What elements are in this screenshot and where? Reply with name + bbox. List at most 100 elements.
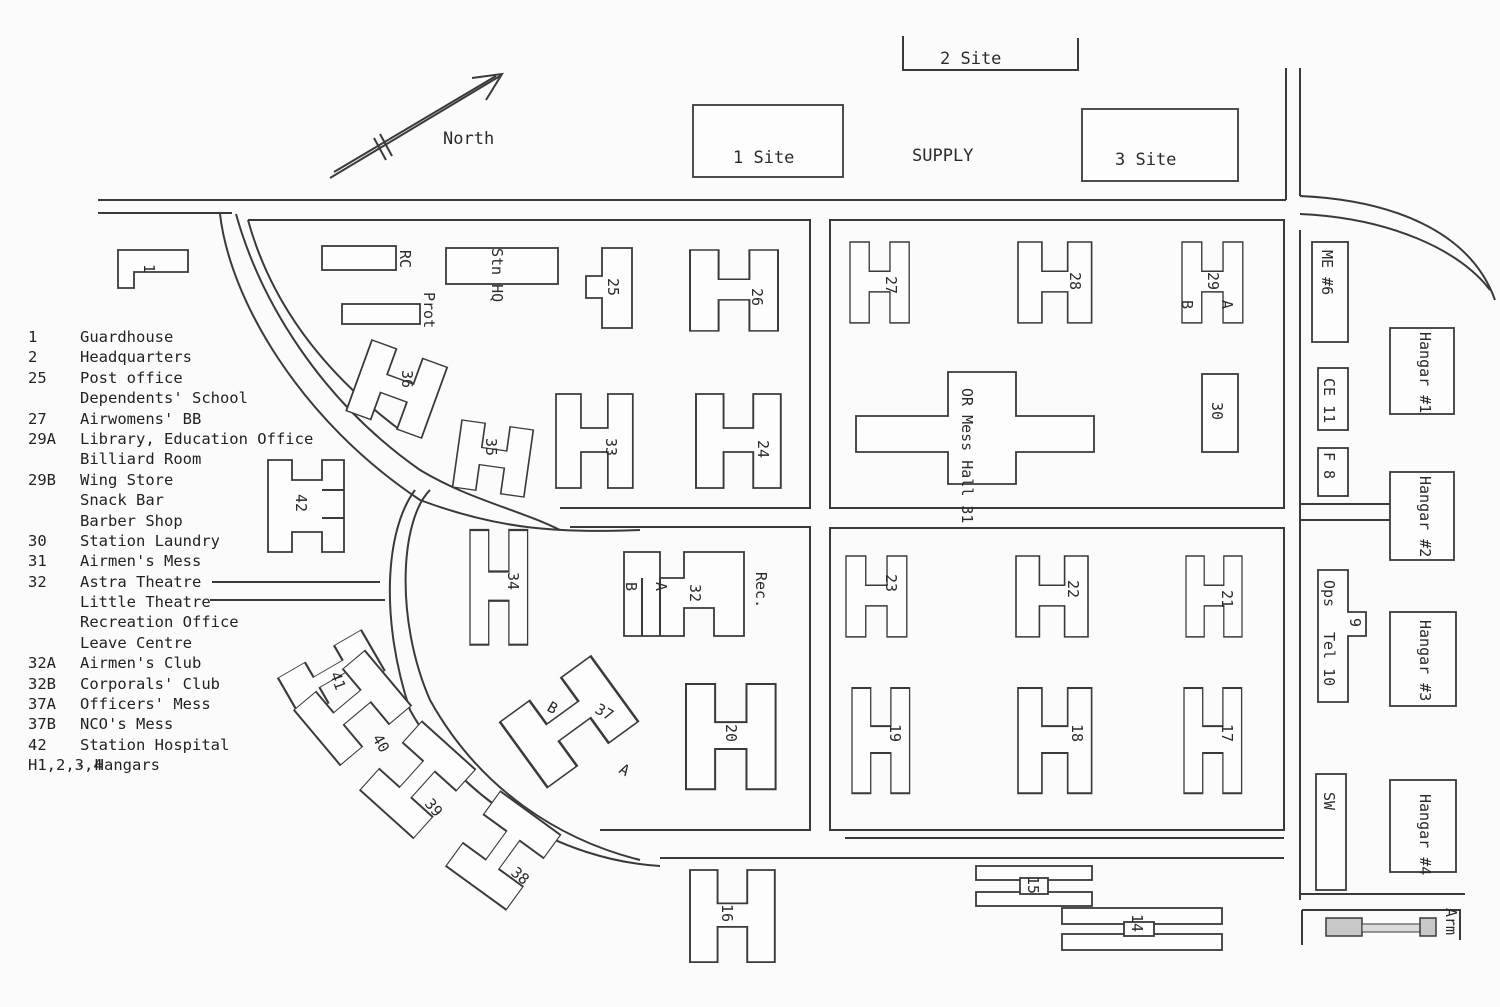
legend-text: Station Hospital [80,735,230,754]
legend-code: 29A [28,429,56,448]
building-23 [845,555,908,638]
legend-text: - Hangars [76,756,160,775]
building-16-label: 16 [718,904,736,922]
building-25-label: 25 [604,278,622,296]
building-23-label: 23 [882,574,900,592]
legend-code [28,633,80,653]
legend-code: 30 [28,531,47,550]
legend-code [28,592,80,612]
legend-text: Snack Bar [80,491,164,510]
legend-row: 37A Officers' Mess [28,694,368,714]
site-1: 1 Site [692,104,844,178]
hangar-4: Hangar #4 [1389,779,1457,875]
building-32: 32 A B Rec. [622,551,770,637]
building-35-label: 35 [482,438,500,456]
building-prot-label: Prot [420,292,438,328]
legend-text: Recreation Office [80,613,239,632]
legend-row: 32A Airmen's Club [28,653,368,673]
legend-text: Library, Education Office [80,429,314,448]
north-arrow-icon [329,72,504,179]
site-2-label: 2 Site [940,49,1001,69]
legend-text: Airmen's Club [80,654,202,673]
legend-row: Dependents' School [28,388,368,408]
building-stn-hq: Stn HQ [445,247,559,302]
legend-code [28,449,80,469]
site-2: 2 Site [902,36,1079,71]
building-29-label: 29 [1204,272,1222,290]
building-18-label: 18 [1068,724,1086,742]
building-mess-hall-label: OR Mess Hall 31 [958,388,976,523]
hangar-3-label: Hangar #3 [1416,620,1434,701]
site-1-label: 1 Site [733,148,794,168]
legend-code: 37B [28,715,56,734]
building-ce11: CE 11 [1317,367,1349,431]
legend-code: 37A [28,695,56,714]
legend-text: Guardhouse [80,328,174,346]
building-19-label: 19 [886,724,904,742]
building-32a-label: A [652,582,670,591]
building-29a-label: A [1218,300,1236,309]
legend-text: Station Laundry [80,531,220,550]
building-29b-label: B [1178,300,1196,309]
legend-text: Billiard Room [80,450,202,469]
building-37a-label: A [616,760,633,780]
hangar-4-label: Hangar #4 [1416,794,1434,875]
legend-row: H1,2,3,4- Hangars [28,755,368,775]
building-14-label: 14 [1128,914,1146,932]
building-f8: F 8 [1317,447,1349,497]
legend-row: 29A Library, Education Office [28,429,368,449]
building-mess-hall: OR Mess Hall 31 [855,371,1095,523]
building-30: 30 [1201,373,1239,453]
building-24-label: 24 [754,440,772,458]
legend-text: Headquarters [80,348,192,367]
legend-text: Officers' Mess [80,695,211,714]
building-ops-label: Ops [1320,580,1338,607]
legend-code: 32 [28,572,47,591]
building-1: 1 [117,249,189,289]
legend-code: 27 [28,409,47,428]
building-me6-label: ME #6 [1318,250,1336,295]
building-22-label: 22 [1064,580,1082,598]
building-14: 14 [1061,907,1223,951]
building-25: 25 [585,247,633,329]
building-26-label: 26 [748,288,766,306]
legend-row: Recreation Office [28,612,368,632]
legend-text: Corporals' Club [80,674,220,693]
building-20-label: 20 [722,724,740,742]
building-9-label: 9 [1346,618,1364,627]
building-arm-label: Arm [1442,908,1460,935]
legend-text: Airmen's Mess [80,552,202,571]
legend-code: 25 [28,368,47,387]
legend-code: 1 [28,328,38,346]
hangar-2-label: Hangar #2 [1416,476,1434,557]
building-me6: ME #6 [1311,241,1349,343]
legend-code: 42 [28,735,47,754]
legend-text: Barber Shop [80,511,183,530]
supply-label: SUPPLY [912,146,973,166]
legend-row: Barber Shop [28,511,368,531]
hangar-2: Hangar #2 [1389,471,1455,561]
legend-text: Little Theatre [80,593,211,612]
legend-code [28,612,80,632]
building-42-label: 42 [292,494,310,512]
building-1-label: 1 [140,264,158,273]
legend-row: 1 Guardhouse [28,327,368,347]
building-stn-hq-label: Stn HQ [488,248,506,302]
legend-text: Wing Store [80,470,174,489]
legend-code [28,511,80,531]
building-tel-label: Tel 10 [1320,632,1338,686]
building-35 [451,419,535,498]
building-27-label: 27 [882,276,900,294]
legend-code: 32A [28,654,56,673]
hangar-3: Hangar #3 [1389,611,1457,707]
legend-row: Snack Bar [28,490,368,510]
north-label: North [443,129,494,149]
legend-row: Little Theatre [28,592,368,612]
legend-code [28,490,80,510]
site-3: 3 Site [1081,108,1239,182]
